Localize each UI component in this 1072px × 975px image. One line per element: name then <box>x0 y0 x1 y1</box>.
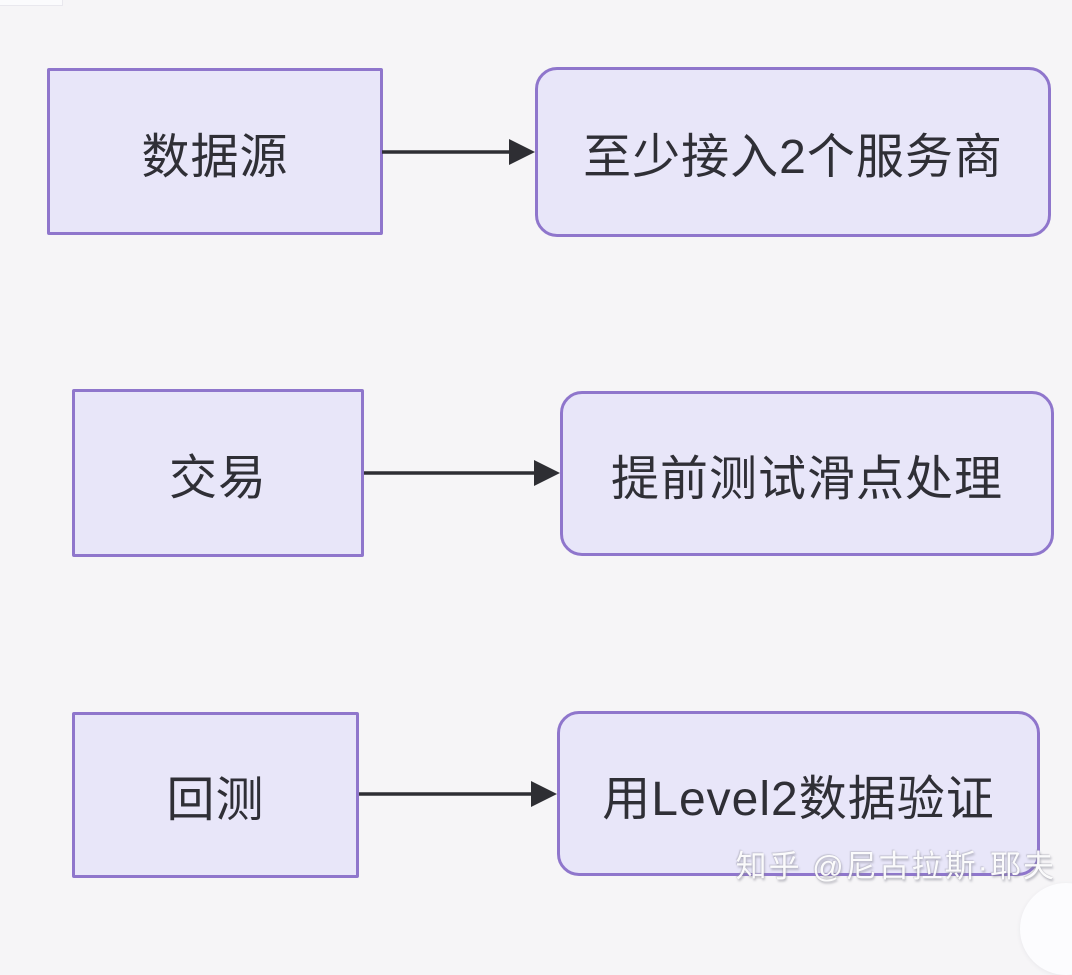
arrow-right-icon <box>359 781 557 807</box>
target-node-slippage: 提前测试滑点处理 <box>560 391 1054 556</box>
flow-diagram: 数据源 至少接入2个服务商 交易 提前测试滑点处理 回测 用Level2数据验证… <box>0 0 1056 884</box>
zhihu-watermark: 知乎 @尼古拉斯·耶夫 <box>735 849 1056 884</box>
target-node-label: 用Level2数据验证 <box>602 772 995 826</box>
source-node-label: 交易 <box>168 452 267 505</box>
arrow-right-icon <box>382 139 535 165</box>
target-node-level2-validation: 用Level2数据验证 <box>557 711 1040 876</box>
window-corner-fragment <box>0 0 63 6</box>
source-node-label: 数据源 <box>141 130 289 184</box>
target-node-providers: 至少接入2个服务商 <box>535 67 1051 237</box>
target-node-label: 至少接入2个服务商 <box>583 131 1003 184</box>
floating-circle <box>1020 883 1072 975</box>
source-node-data-source: 数据源 <box>47 68 383 235</box>
source-node-label: 回测 <box>166 774 265 827</box>
source-node-backtest: 回测 <box>72 712 359 878</box>
source-node-trading: 交易 <box>72 389 364 557</box>
arrow-right-icon <box>364 460 560 486</box>
target-node-label: 提前测试滑点处理 <box>610 452 1003 506</box>
